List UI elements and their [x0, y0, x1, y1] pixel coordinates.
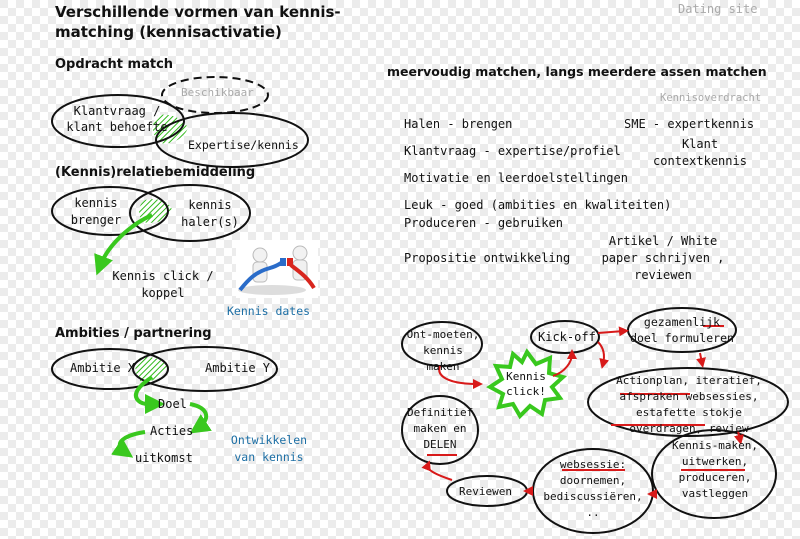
ambitie-overlap-hatch: [135, 357, 167, 382]
right-heading: meervoudig matchen, langs meerdere assen…: [387, 64, 767, 79]
ontwikkelen-label: Ontwikkelen van kennis: [230, 433, 308, 464]
doel-label: Doel: [158, 397, 187, 411]
list-item-produceren: Produceren - gebruiken: [404, 216, 563, 230]
kickoff-ellipse: [530, 320, 600, 354]
list-item-halen: Halen - brengen: [404, 117, 513, 131]
kennismaken-label: Kennis-maken, uitwerken, produceren, vas…: [671, 439, 759, 500]
kennisoverdracht-label: Kennisoverdracht: [660, 92, 762, 104]
section-heading-relatie: (Kennis)relatiebemiddeling: [55, 165, 256, 180]
ontmoeten-ellipse: [401, 321, 483, 367]
click-arrow: [94, 213, 153, 276]
kennis-dates-label: Kennis dates: [227, 304, 311, 318]
klantvraag-label: Klantvraag / klant behoefte: [66, 104, 168, 134]
definitief-label: Definitief maken en DELEN: [407, 406, 474, 451]
kennis-click-label: Kennis click!: [506, 370, 546, 398]
ambitie-y-label: Ambitie Y: [205, 361, 271, 375]
list-item-propositie: Propositie ontwikkeling: [404, 251, 571, 265]
haler-label: kennis haler(s): [181, 198, 239, 229]
sme-label: SME - expertkennis: [624, 117, 755, 131]
klant-context-label: Klant contextkennis: [653, 137, 747, 168]
ambitie-x-ellipse: [51, 348, 169, 390]
definitief-ellipse: [401, 395, 479, 465]
brenger-ellipse: [51, 186, 169, 236]
list-item-leuk-goed: Leuk - goed (ambities en kwaliteiten): [404, 198, 672, 212]
opdracht-match-drawing: [51, 76, 309, 168]
dating-site-watermark: Dating site: [678, 2, 758, 16]
section-heading-ambities: Ambities / partnering: [55, 326, 212, 341]
kennis-dates-image: [236, 240, 318, 298]
gezamenlijk-label: gezamenlijk doel formuleren: [630, 315, 734, 345]
ontmoeten-label: Ont-moeten, kennis maken: [406, 328, 480, 373]
overlap-hatch: [152, 114, 188, 144]
beschikbaar-label: Beschikbaar: [181, 86, 254, 99]
klantvraag-ellipse: [51, 94, 185, 148]
brenger-label: kennis brenger: [70, 196, 122, 227]
list-item-klantvraag: Klantvraag - expertise/profiel: [404, 144, 621, 158]
expertise-label: Expertise/kennis: [188, 138, 299, 152]
acties-label: Acties: [150, 424, 194, 438]
ambitie-y-ellipse: [132, 346, 278, 392]
section-heading-opdracht: Opdracht match: [55, 57, 174, 72]
uitkomst-arrow: [111, 430, 146, 458]
ambitie-x-label: Ambitie X: [70, 361, 136, 375]
click-label: Kennis click / koppel: [112, 269, 214, 300]
haler-ellipse: [129, 184, 251, 242]
kennismaken-ellipse: [651, 429, 777, 519]
doel-arrow: [133, 375, 165, 415]
artikel-label: Artikel / White paper schrijven , review…: [601, 234, 725, 282]
acties-arrow: [189, 402, 212, 434]
actionplan-label: Actionplan, iteratief, afspraken websess…: [616, 374, 762, 435]
actionplan-ellipse: [587, 367, 789, 437]
list-item-motivatie: Motivatie en leerdoelstellingen: [404, 171, 628, 185]
page-title: Verschillende vormen van kennis-matching…: [55, 3, 341, 41]
reviewen-label: Reviewen: [459, 485, 512, 498]
kickoff-label: Kick-off: [538, 330, 596, 344]
uitkomst-label: uitkomst: [135, 451, 193, 465]
expertise-ellipse: [155, 112, 309, 168]
ambities-drawing: [51, 346, 278, 458]
cycle-drawing: [401, 307, 789, 534]
click-burst: [486, 348, 568, 420]
relatie-drawing: [51, 184, 251, 276]
websessie-label: websessie: doornemen, bediscussiëren, ..: [543, 458, 643, 519]
